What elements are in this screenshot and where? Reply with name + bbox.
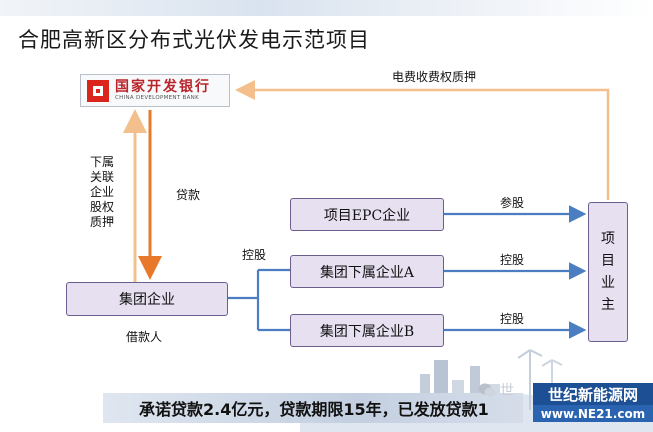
- project-owner-node: 项 目 业 主: [588, 202, 628, 342]
- watermark-faint-text: 世: [500, 383, 514, 399]
- page-title: 合肥高新区分布式光伏发电示范项目: [18, 28, 370, 52]
- top-decor-band: [0, 0, 653, 16]
- owner-char: 主: [601, 297, 615, 313]
- owner-char: 目: [601, 253, 615, 269]
- pledge-label-line: 关联: [89, 170, 114, 184]
- loan-label: 贷款: [176, 188, 201, 202]
- bank-node: 国家开发银行 CHINA DEVELOPMENT BANK: [80, 74, 230, 107]
- bank-name-en: CHINA DEVELOPMENT BANK: [115, 94, 199, 101]
- control-bracket: [228, 268, 290, 332]
- epc-enterprise-node: 项目EPC企业: [290, 198, 444, 231]
- sub-a-edge-label: 控股: [500, 253, 525, 267]
- sub-b-edge-label: 控股: [500, 312, 525, 326]
- group-enterprise-node: 集团企业: [66, 282, 228, 316]
- subsidiary-a-node: 集团下属企业A: [290, 255, 444, 288]
- epc-edge-label: 参股: [500, 196, 525, 210]
- watermark-site-url[interactable]: www.NE21.com: [533, 405, 653, 422]
- pledge-label-line: 股权: [89, 200, 114, 214]
- bank-logo-icon: [87, 79, 109, 102]
- loan-summary-banner: 承诺贷款2.4亿元，贷款期限15年，已发放贷款1: [103, 393, 523, 423]
- fee-pledge-arrow: [235, 80, 610, 200]
- fee-pledge-label: 电费收费权质押: [392, 70, 477, 84]
- owner-char: 业: [601, 275, 615, 291]
- borrower-label: 借款人: [126, 330, 163, 344]
- pledge-label-line: 企业: [89, 185, 114, 199]
- owner-char: 项: [601, 231, 615, 247]
- pledge-label-line: 下属: [89, 155, 114, 169]
- wechat-icon: [478, 383, 496, 397]
- pledge-label-line: 质押: [89, 215, 114, 229]
- watermark-site-name[interactable]: 世纪新能源网: [533, 383, 653, 405]
- subsidiary-b-node: 集团下属企业B: [290, 314, 444, 347]
- bank-name-cn: 国家开发银行: [115, 78, 211, 95]
- control-label: 控股: [242, 248, 267, 262]
- pledge-label: 下属 关联 企业 股权 质押: [88, 155, 116, 230]
